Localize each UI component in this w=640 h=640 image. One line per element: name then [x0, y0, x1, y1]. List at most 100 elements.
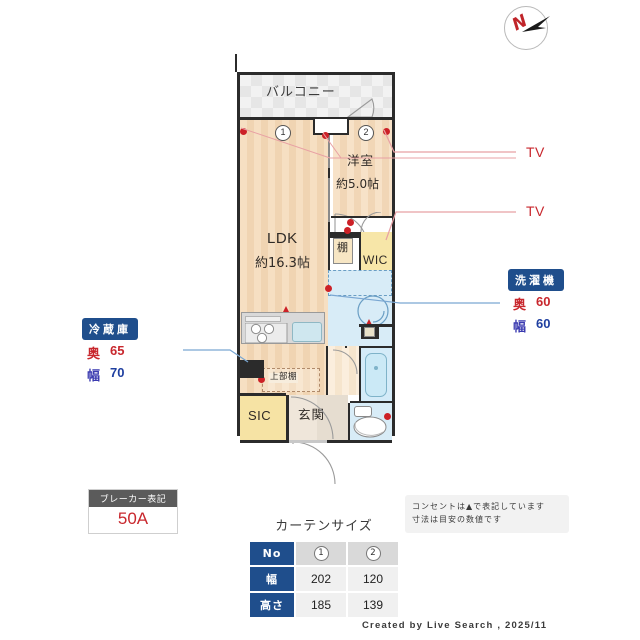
wall-bath-top — [359, 346, 392, 348]
compass-needle-icon — [522, 16, 550, 32]
room-label-sic: SIC — [248, 408, 272, 423]
note-line-1: コンセントは▲で表記しています — [412, 502, 545, 511]
washer-width-value: 60 — [536, 316, 551, 331]
fridge-depth-row: 奥 65 — [82, 343, 138, 362]
curtain-height-1: 185 — [296, 593, 346, 617]
wall-hall-left-lower — [326, 346, 328, 395]
room-label-washitsu: 洋室 — [347, 153, 375, 168]
outlet-wic — [344, 227, 351, 234]
wall-bath-left — [359, 348, 361, 403]
wall-hall-left-upper — [328, 232, 330, 270]
tv-label-1: TV — [526, 144, 545, 160]
window-marker-2: 2 — [358, 125, 374, 141]
partition-post-1 — [328, 168, 330, 178]
breaker-value: 50A — [117, 509, 149, 528]
washer-depth-value: 60 — [536, 294, 551, 309]
room-label-ldk: LDK — [267, 230, 298, 247]
fridge-width-value: 70 — [110, 365, 125, 380]
window-marker-1: 1 — [275, 125, 291, 141]
fridge-width-label: 幅 — [87, 369, 102, 384]
fridge-width-row: 幅 70 — [82, 365, 138, 384]
shelf-tana — [333, 238, 353, 264]
room-ldk-upper — [240, 120, 328, 270]
room-label-wic: WIC — [363, 253, 388, 267]
toilet-tank-icon — [354, 406, 372, 417]
window-frame-center — [313, 117, 349, 135]
fridge-alcove — [240, 360, 264, 378]
fridge-depth-value: 65 — [110, 343, 125, 358]
room-label-balcony: バルコニー — [266, 85, 336, 100]
partition-ldk-washitsu — [328, 120, 330, 270]
curtain-table-title: カーテンサイズ — [275, 519, 373, 534]
partition-post-2 — [328, 222, 330, 232]
wall-wic-left — [359, 232, 361, 294]
kitchen-backsplash — [245, 316, 281, 322]
wall-tana-top — [328, 232, 359, 238]
wall-vanity — [359, 324, 392, 327]
table-row-width: 幅 202 120 — [250, 567, 398, 591]
legend-note: コンセントは▲で表記しています 寸法は目安の数値です — [405, 495, 569, 533]
curtain-header-no: No — [250, 542, 294, 565]
entry-door-arc-icon — [292, 442, 336, 485]
compass-rose: N — [500, 2, 558, 52]
toilet-bowl-icon — [353, 416, 387, 438]
room-size-ldk: 約16.3帖 — [255, 256, 310, 271]
washroom-dashed-zone — [328, 270, 392, 296]
floor-plan: バルコニー 1 2 洋室 約5.0帖 LDK 約16.3帖 — [235, 54, 395, 485]
washer-width-row: 幅 60 — [508, 316, 564, 335]
curtain-table: No 1 2 幅 202 120 高さ 185 139 — [248, 540, 400, 619]
wall-washitsu-bottom — [331, 216, 392, 218]
genkan-door-arc-icon — [290, 396, 334, 440]
room-label-tana: 棚 — [337, 241, 348, 254]
bathtub-drain-icon — [374, 366, 378, 370]
table-row-height: 高さ 185 139 — [250, 593, 398, 617]
wall-toilet-left — [348, 403, 350, 442]
outlet-washroom-left — [325, 285, 332, 292]
outlet-washitsu-bottom — [347, 219, 354, 226]
curtain-width-2: 120 — [348, 567, 398, 591]
wall-node — [345, 346, 347, 348]
wic-door-arc-icon — [360, 212, 382, 233]
wall-sic-top — [240, 393, 286, 396]
outlet-kitchen — [283, 306, 289, 312]
balcony-tile-pattern — [240, 75, 392, 117]
balcony-door-arc-icon — [347, 98, 375, 117]
curtain-col-1: 1 — [296, 542, 346, 565]
tv-label-2: TV — [526, 203, 545, 219]
breaker-box: ブレーカー表記 50A — [88, 489, 178, 534]
kitchen-counter — [241, 312, 325, 344]
curtain-size-table: カーテンサイズ No 1 2 幅 202 120 高さ 185 139 — [248, 515, 400, 619]
room-label-upper-shelf: 上部棚 — [269, 372, 299, 383]
wall-toilet-top — [350, 401, 392, 403]
curtain-col-2-marker: 2 — [365, 546, 381, 561]
wall-stub-top-left — [235, 54, 237, 72]
kitchen-sink-icon — [292, 322, 322, 342]
entry-door-opening — [289, 440, 327, 443]
footer-credit: Created by Live Search , 2025/11 — [362, 620, 548, 631]
washer-callout: 洗濯機 奥 60 幅 60 — [508, 269, 564, 335]
fridge-depth-label: 奥 — [87, 347, 102, 362]
curtain-header-height: 高さ — [250, 593, 294, 617]
washer-title: 洗濯機 — [508, 269, 564, 291]
note-line-2: 寸法は目安の数値です — [412, 514, 502, 524]
curtain-width-1: 202 — [296, 567, 346, 591]
outlet-toilet — [384, 413, 391, 420]
bathroom-door-arc-icon — [332, 349, 358, 375]
washer-depth-row: 奥 60 — [508, 294, 564, 313]
wall-sic-right — [286, 395, 289, 442]
room-label-genkan: 玄関 — [298, 407, 326, 422]
outlet-washitsu-right — [383, 128, 390, 135]
fridge-title: 冷蔵庫 — [82, 318, 138, 340]
room-size-washitsu: 約5.0帖 — [336, 177, 380, 191]
washer-depth-label: 奥 — [513, 298, 528, 313]
vanity-drawer — [364, 327, 375, 337]
breaker-title: ブレーカー表記 — [89, 490, 177, 507]
outlet-vanity — [366, 319, 372, 325]
outlet-window-center — [322, 132, 329, 139]
room-balcony: バルコニー — [240, 75, 392, 117]
curtain-col-2: 2 — [348, 542, 398, 565]
curtain-col-1-marker: 1 — [313, 546, 329, 561]
washer-width-label: 幅 — [513, 320, 528, 335]
room-sic — [240, 395, 286, 442]
fridge-callout: 冷蔵庫 奥 65 幅 70 — [82, 318, 138, 384]
